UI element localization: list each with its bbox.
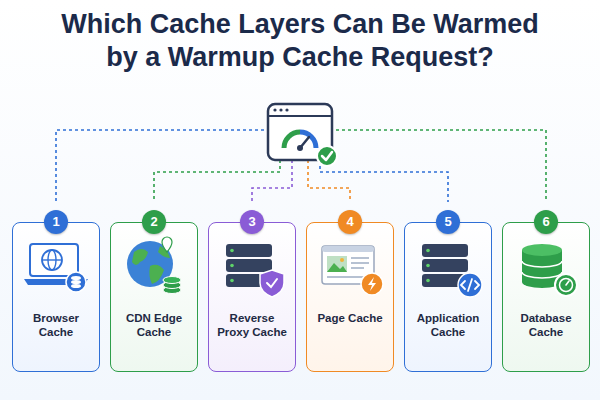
layer-label: Application Cache: [410, 311, 486, 339]
layer-label: Database Cache: [508, 311, 584, 339]
cache-layer-box: 4Page Cache: [306, 222, 394, 372]
cache-layer-box: 3Reverse Proxy Cache: [208, 222, 296, 372]
icon-window-bar: [268, 115, 332, 117]
gauge-hub: [297, 145, 303, 151]
diagram-title: Which Cache Layers Can Be Warmed by a Wa…: [30, 8, 570, 74]
layer-label: Browser Cache: [18, 311, 94, 339]
leader-line: [308, 160, 350, 202]
icon-dot: [285, 108, 288, 111]
layer-label: Page Cache: [312, 311, 388, 325]
cache-layer-box: 5Application Cache: [404, 222, 492, 372]
callout-number: 2: [142, 210, 166, 234]
leader-line: [330, 130, 546, 202]
gauge-arc: [284, 132, 300, 148]
check-badge: [317, 146, 337, 166]
dotted-leaders: [56, 130, 546, 202]
cache-layer-box: 2CDN Edge Cache: [110, 222, 198, 372]
cache-layer-box: 1Browser Cache: [12, 222, 100, 372]
leader-dots: [268, 128, 333, 133]
leader-line: [154, 160, 280, 202]
layer-label: Reverse Proxy Cache: [214, 311, 290, 339]
callout-number: 4: [338, 210, 362, 234]
callout-number: 6: [534, 210, 558, 234]
callout-number: 1: [44, 210, 68, 234]
gauge-arc: [300, 132, 316, 148]
check-mark: [322, 152, 332, 160]
callout-number: 5: [436, 210, 460, 234]
leader-line: [56, 130, 270, 202]
layer-label: CDN Edge Cache: [116, 311, 192, 339]
gauge-needle: [300, 137, 309, 148]
icon-dot: [279, 108, 282, 111]
leader-dot: [268, 128, 273, 133]
leader-dot: [328, 128, 333, 133]
leader-line: [320, 160, 448, 202]
icon-dot: [273, 108, 276, 111]
icon-window: [268, 104, 332, 160]
cache-layer-box: 6Database Cache: [502, 222, 590, 372]
leader-line: [252, 160, 292, 202]
warmup-gauge-icon: [268, 104, 337, 166]
callout-number: 3: [240, 210, 264, 234]
